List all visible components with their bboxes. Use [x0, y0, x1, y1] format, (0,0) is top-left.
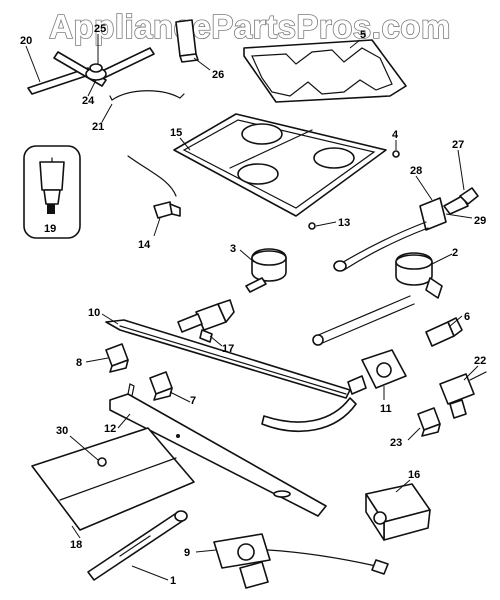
part-23-knob	[417, 407, 441, 437]
callout-28: 28	[410, 165, 422, 177]
part-22-solenoid	[439, 371, 487, 419]
callout-13: 13	[338, 217, 350, 229]
callout-29: 29	[474, 215, 486, 227]
part-16-module	[365, 483, 431, 541]
part-9-valve-assembly	[213, 533, 389, 589]
part-8-knob	[105, 343, 129, 373]
callout-labels: 20 24 25 26 5 21 15 4 27 28 29 13 14 19 …	[20, 23, 486, 587]
callout-25: 25	[94, 23, 106, 35]
part-21-wire	[109, 90, 185, 101]
callout-3: 3	[230, 243, 236, 255]
part-17-valve	[177, 299, 235, 343]
callout-22: 22	[474, 355, 486, 367]
callout-9: 9	[184, 547, 190, 559]
part-4-fastener	[392, 150, 400, 158]
part-1-burner-tube	[87, 510, 188, 581]
callout-23: 23	[390, 437, 402, 449]
part-30-18-heat-shield	[31, 427, 195, 531]
callout-8: 8	[76, 357, 82, 369]
callout-11: 11	[380, 403, 392, 415]
callout-18: 18	[70, 539, 82, 551]
callout-21: 21	[92, 121, 104, 133]
callout-1: 1	[170, 575, 176, 587]
part-12-rail	[109, 383, 327, 517]
callout-7: 7	[190, 395, 196, 407]
callout-16: 16	[408, 469, 420, 481]
callout-5: 5	[360, 29, 366, 41]
callout-24: 24	[82, 95, 95, 107]
callout-27: 27	[452, 139, 464, 151]
callout-15: 15	[170, 127, 182, 139]
callout-17: 17	[222, 343, 234, 355]
part-5-grate	[243, 39, 407, 103]
part-3-burner	[245, 248, 287, 293]
part-6-fitting	[425, 317, 463, 347]
callout-4: 4	[392, 129, 399, 141]
part-2-burner	[312, 252, 443, 346]
part-26-bracket	[175, 19, 199, 63]
part-11-regulator	[347, 349, 407, 395]
part-14-igniter	[127, 155, 181, 219]
callout-14: 14	[138, 239, 151, 251]
watermark-text: AppliancePartsPros.com	[49, 8, 451, 45]
part-10-manifold	[105, 319, 357, 433]
callout-2: 2	[452, 247, 458, 259]
callout-20: 20	[20, 35, 32, 47]
part-27-28-29-orifice-tube	[333, 187, 479, 272]
callout-6: 6	[464, 311, 470, 323]
part-7-knob	[149, 371, 173, 401]
callout-12: 12	[104, 423, 116, 435]
leader-lines	[25, 34, 479, 581]
callout-30: 30	[56, 425, 68, 437]
part-19-inset	[23, 145, 81, 239]
part-13-screw	[308, 222, 316, 230]
callout-10: 10	[88, 307, 100, 319]
callout-19: 19	[44, 223, 56, 235]
part-20-grate-cross	[27, 47, 155, 95]
part-15-cooktop-panel	[173, 113, 387, 217]
callout-26: 26	[212, 69, 224, 81]
